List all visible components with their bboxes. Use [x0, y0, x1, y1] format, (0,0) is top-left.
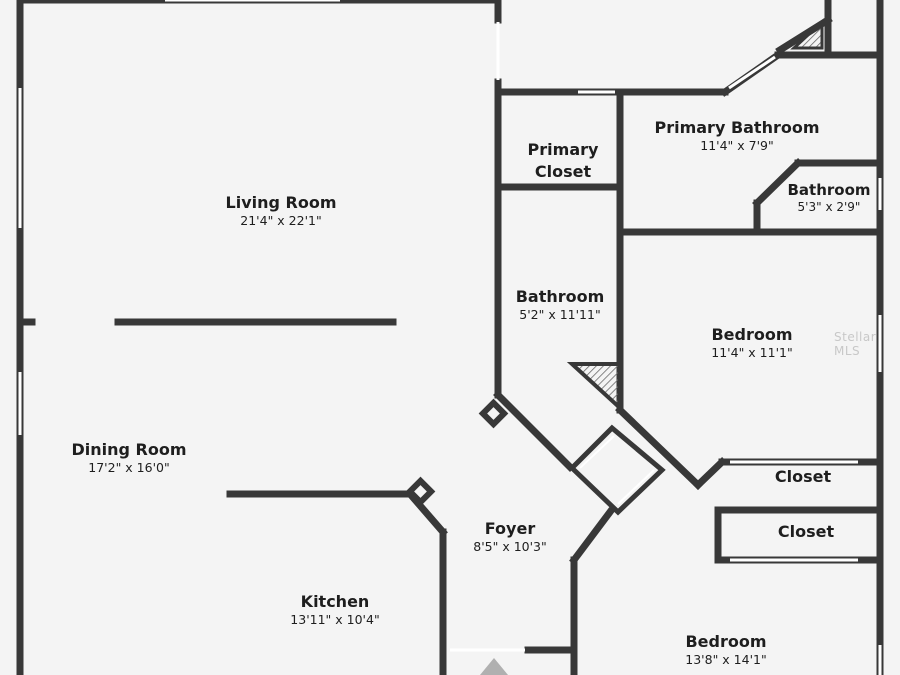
- room-dims: 13'11" x 10'4": [290, 612, 380, 628]
- wall-hall-diag-right: [615, 405, 703, 490]
- room-dims: 17'2" x 16'0": [88, 460, 170, 476]
- watermark: Stellar MLS: [834, 330, 877, 358]
- room-label-closet-2: Closet: [777, 522, 835, 541]
- room-name: Closet: [777, 522, 835, 541]
- wall-hall-diag-left: [493, 390, 575, 472]
- room-dims: 11'4" x 7'9": [700, 138, 774, 154]
- room-label-closet-1: Closet: [774, 467, 832, 486]
- room-label-primary-closet: Primary Closet: [528, 121, 599, 201]
- room-name: Living Room: [225, 193, 337, 212]
- door-inner-lines: [579, 435, 655, 505]
- room-name: Bathroom: [787, 181, 871, 199]
- wall-foyer-diag: [569, 507, 615, 565]
- room-dims: 5'2" x 11'11": [519, 307, 601, 323]
- door-line-2: [617, 469, 655, 505]
- wall-closet1-angle: [693, 457, 727, 490]
- room-name: Dining Room: [71, 440, 187, 459]
- room-label-bedroom-bottom: Bedroom 13'8" x 14'1": [685, 632, 767, 668]
- room-name: Closet: [774, 467, 832, 486]
- room-label-bath-mid: Bathroom 5'2" x 11'11": [515, 287, 605, 323]
- column-hall: [478, 398, 509, 429]
- room-label-foyer: Foyer 8'5" x 10'3": [473, 519, 547, 555]
- room-dims: 13'8" x 14'1": [685, 652, 767, 668]
- room-name: Foyer: [484, 519, 536, 538]
- room-label-primary-bath: Primary Bathroom 11'4" x 7'9": [654, 118, 820, 154]
- room-name: Primary Bathroom: [654, 118, 820, 137]
- room-name: Kitchen: [300, 592, 370, 611]
- room-label-dining: Dining Room 17'2" x 16'0": [71, 440, 187, 476]
- room-dims: 11'4" x 11'1": [711, 345, 793, 361]
- hatch-top-right: [790, 18, 824, 50]
- window-pbath: [728, 55, 776, 90]
- room-label-living: Living Room 21'4" x 22'1": [225, 193, 337, 229]
- windows: [18, 0, 882, 675]
- room-name: Primary Closet: [527, 140, 599, 181]
- room-dims: 8'5" x 10'3": [473, 539, 547, 555]
- entry-arrow-icon: [480, 658, 508, 675]
- room-label-bath-small: Bathroom 5'3" x 2'9": [787, 181, 871, 215]
- room-name: Bedroom: [685, 632, 767, 651]
- room-dims: 21'4" x 22'1": [240, 213, 322, 229]
- room-name: Bedroom: [711, 325, 793, 344]
- column-kitchen: [405, 476, 436, 507]
- room-name: Bathroom: [515, 287, 605, 306]
- room-dims: 5'3" x 2'9": [797, 200, 861, 215]
- hatch-bath: [566, 362, 622, 413]
- room-label-kitchen: Kitchen 13'11" x 10'4": [290, 592, 380, 628]
- door-frames: [568, 424, 666, 516]
- door-line-1: [579, 435, 615, 469]
- hall-door-frame: [568, 424, 666, 516]
- wall-sbath-angle: [752, 158, 803, 208]
- columns: [405, 398, 509, 507]
- room-label-bedroom-top: Bedroom 11'4" x 11'1": [711, 325, 793, 361]
